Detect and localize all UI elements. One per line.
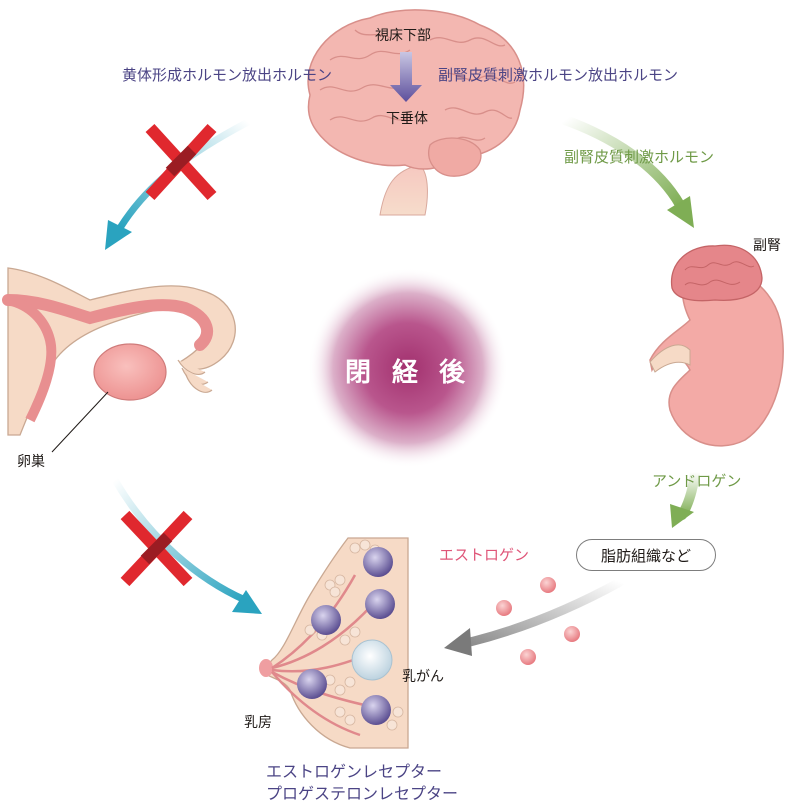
adrenal-gland xyxy=(672,245,762,300)
androgen-label: アンドロゲン xyxy=(652,474,741,489)
estrogen-receptor-label: エストロゲンレセプター xyxy=(266,764,442,780)
ovary-label: 卵巣 xyxy=(17,455,45,469)
breast-label: 乳房 xyxy=(244,716,272,730)
progesterone-receptor-label: プロゲステロンレセプター xyxy=(266,786,458,802)
estrogen-molecule xyxy=(540,577,556,593)
breast-cancer-cell xyxy=(352,640,392,680)
estrogen-receptor xyxy=(297,669,327,699)
arrow-estrogen-head xyxy=(444,628,472,656)
pituitary-label: 下垂体 xyxy=(386,112,428,126)
center-title: 閉 経 後 xyxy=(338,352,478,389)
estrogen-receptor xyxy=(365,589,395,619)
adrenal-label: 副腎 xyxy=(753,239,781,253)
fat-tissue-pill: 脂肪組織など xyxy=(576,539,716,571)
acth-label: 副腎皮質刺激ホルモン xyxy=(564,150,714,165)
estrogen-receptor xyxy=(311,605,341,635)
arrow-to-ovary xyxy=(120,122,248,228)
uterus-illustration xyxy=(8,268,235,452)
block-cross-bottom xyxy=(125,515,188,582)
kidney-illustration xyxy=(650,245,783,446)
breast-illustration xyxy=(259,538,408,748)
ovary-shape xyxy=(94,344,166,400)
estrogen-molecule xyxy=(520,649,536,665)
breast-cancer-label: 乳がん xyxy=(402,670,444,684)
lhrh-label: 黄体形成ホルモン放出ホルモン xyxy=(122,68,332,83)
estrogen-label: エストロゲン xyxy=(439,548,529,563)
estrogen-receptor xyxy=(363,547,393,577)
estrogen-receptor xyxy=(361,695,391,725)
estrogen-molecule xyxy=(564,626,580,642)
block-cross-top xyxy=(150,128,212,196)
estrogen-molecule xyxy=(496,600,512,616)
crh-label: 副腎皮質刺激ホルモン放出ホルモン xyxy=(438,68,678,83)
hypothalamus-label: 視床下部 xyxy=(375,29,431,43)
